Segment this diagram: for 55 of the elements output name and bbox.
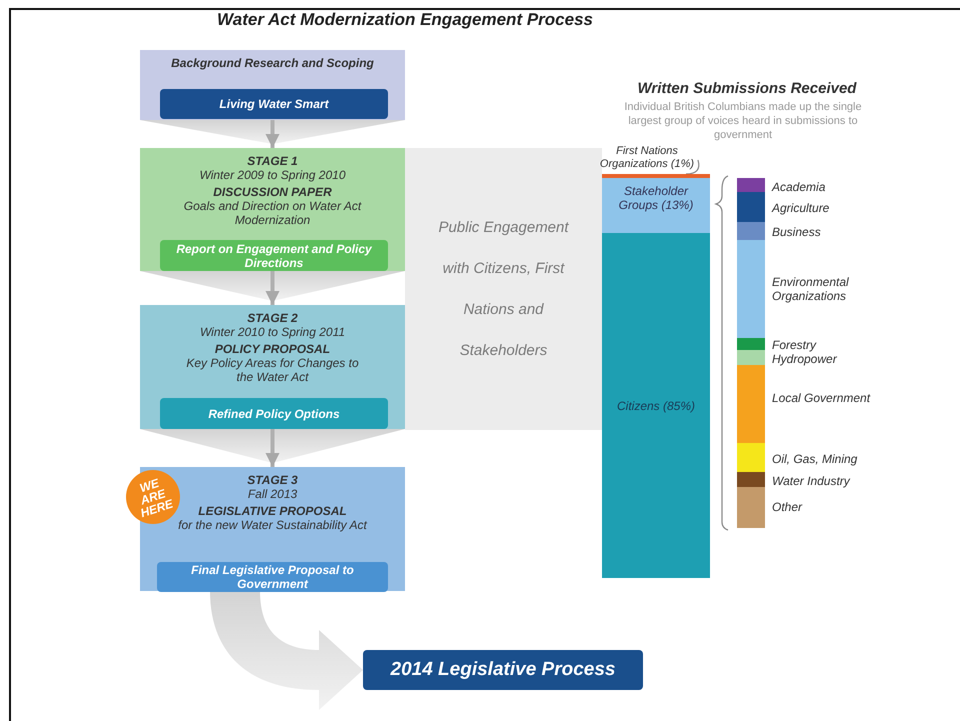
box-text: DISCUSSION PAPER <box>213 185 332 199</box>
flow-arrow <box>266 429 280 467</box>
box-text: STAGE 3 <box>247 473 298 487</box>
box-text: POLICY PROPOSAL <box>214 342 330 356</box>
process-box <box>363 650 643 690</box>
box-text: Refined Policy Options <box>208 406 340 420</box>
legend-label: Agriculture <box>772 201 830 215</box>
legend-label: Forestry <box>772 338 818 352</box>
box-text: Winter 2010 to Spring 2011 <box>200 325 346 339</box>
legend-label: Water Industry <box>772 474 852 488</box>
engagement-text: Public Engagement with Citizens, First Nations and Stakeholders <box>437 218 570 361</box>
stage-box <box>140 305 405 429</box>
box-text: Stakeholder Groups (13%) <box>618 184 694 212</box>
box-text: Winter 2009 to Spring 2010 <box>200 168 346 182</box>
segment-label-text: First Nations Organizations (1%) <box>598 145 696 171</box>
chart-note: Individual British Columbians made up the single largest group of voices heard in submissions to government <box>623 100 863 142</box>
legend-label: Oil, Gas, Mining <box>772 452 858 466</box>
flow-arrow <box>266 120 280 148</box>
legend-label: Local Government <box>772 391 872 405</box>
box-text: Citizens (85%) <box>616 398 696 412</box>
legend-label: Business <box>772 225 822 239</box>
box-text: STAGE 2 <box>247 311 298 325</box>
box-text: STAGE 1 <box>247 154 298 168</box>
diagram-title: Water Act Modernization Engagement Process <box>216 10 594 30</box>
box-text: Final Legislative Proposal to Government <box>190 563 355 591</box>
engagement-band <box>405 148 602 430</box>
box-text: Fall 2013 <box>248 487 298 501</box>
title-bar <box>160 89 388 119</box>
legend-label: Academia <box>772 180 826 194</box>
box-text: 2014 Legislative Process <box>390 659 616 681</box>
leader-line <box>686 160 700 175</box>
box-text: Living Water Smart <box>219 97 329 111</box>
legend-label: Environmental Organizations <box>772 275 850 303</box>
box-text: WE ARE HERE <box>136 474 176 520</box>
chart-heading: Written Submissions Received <box>636 80 858 97</box>
result-bar <box>157 562 388 592</box>
citizen-bar-segment <box>602 233 710 578</box>
we-are-here-badge <box>126 470 180 524</box>
stage-box <box>140 467 405 591</box>
box-text: for the new Water Sustainability Act <box>178 518 367 532</box>
box-text: Background Research and Scoping <box>171 56 374 70</box>
box-text: LEGISLATIVE PROPOSAL <box>198 504 347 518</box>
result-bar <box>160 398 388 429</box>
section-box <box>140 50 405 120</box>
legend-label: Other <box>772 500 804 514</box>
flow-arrow <box>210 591 363 710</box>
result-bar <box>160 240 388 271</box>
stakeholder-bar-segment <box>602 178 710 233</box>
box-text: Goals and Direction on Water Act Modernization <box>182 199 362 227</box>
flow-arrow <box>266 271 280 305</box>
box-text: Report on Engagement and Policy Directions <box>175 242 373 270</box>
stage-box <box>140 148 405 271</box>
first-nations-bar-segment <box>602 174 710 178</box>
box-text: Key Policy Areas for Changes to the Water Act <box>185 356 360 384</box>
legend-label: Hydropower <box>772 352 838 366</box>
